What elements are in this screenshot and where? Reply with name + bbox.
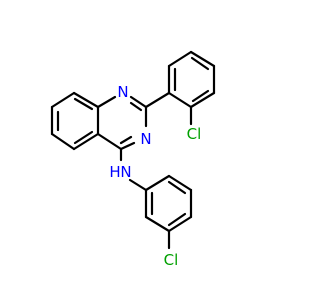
atom-label-nh-n: N xyxy=(120,163,131,181)
bond xyxy=(72,132,100,151)
atom-label-n3: N xyxy=(140,130,151,148)
atom-label-cl-bottom: Cl xyxy=(164,251,179,269)
bond xyxy=(167,91,193,109)
bond xyxy=(73,97,94,111)
atom-label-n1: N xyxy=(117,83,128,101)
bond xyxy=(129,95,148,109)
atom-label-nh-h: H xyxy=(109,163,120,181)
bond xyxy=(73,130,94,145)
bond xyxy=(190,56,210,71)
bond-lines xyxy=(50,50,216,250)
bond xyxy=(167,215,193,233)
bond xyxy=(189,50,216,68)
bond xyxy=(129,101,143,112)
bond xyxy=(191,89,210,103)
bond xyxy=(167,50,193,68)
atom-labels: N N H N Cl Cl xyxy=(109,83,201,269)
bond xyxy=(96,95,117,109)
bond xyxy=(167,174,193,192)
bond xyxy=(128,178,148,192)
bond xyxy=(119,141,136,151)
bond xyxy=(167,180,187,195)
atom-label-cl-top: Cl xyxy=(187,125,202,143)
bond xyxy=(72,91,100,109)
molecule-structure: N N H N Cl Cl xyxy=(50,50,216,269)
bond xyxy=(50,91,76,109)
bond xyxy=(144,215,171,233)
bond xyxy=(96,132,123,151)
bond xyxy=(189,91,216,109)
bond xyxy=(144,91,171,109)
bond xyxy=(167,212,187,227)
bond xyxy=(119,135,133,145)
bond xyxy=(144,174,171,192)
bond xyxy=(50,132,76,151)
